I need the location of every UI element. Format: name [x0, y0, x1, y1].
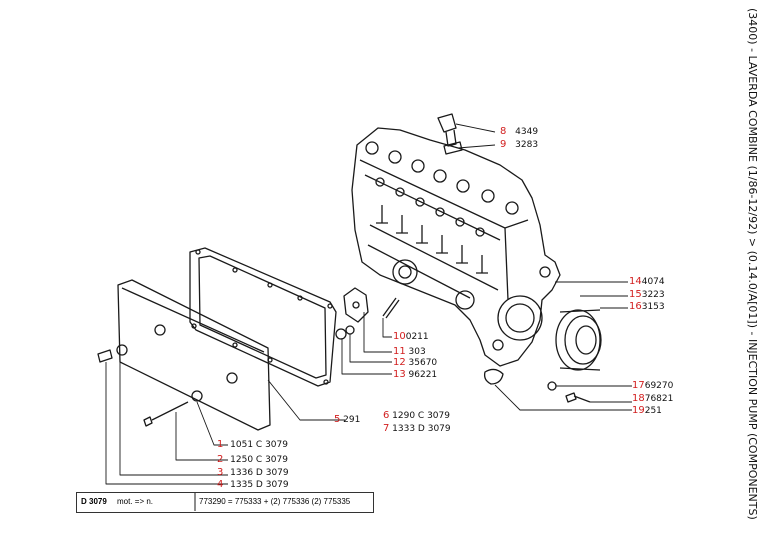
callout-number: 2 — [217, 454, 224, 465]
part-code: 35670 — [408, 358, 438, 368]
callout-number: 18 — [632, 393, 645, 404]
part-code: 291 — [343, 415, 361, 425]
callout-15: 153223 — [629, 289, 665, 301]
callout-number: 11 — [393, 346, 406, 357]
callout-14: 144074 — [629, 276, 665, 288]
part-code: 4074 — [641, 277, 665, 287]
callout-number: 19 — [632, 405, 645, 416]
reference-footer: D 3079 mot. => n. 773290 = 775333 + (2) … — [76, 492, 374, 513]
page-title-vertical: (3400) - LAVERDA COMBINE (1/86-12/92) > … — [743, 8, 763, 548]
callout-7: 7 1333 D 3079 — [383, 423, 451, 435]
callout-17: 1769270 — [632, 380, 673, 392]
footer-note: mot. => n. — [117, 497, 154, 506]
callout-number: 8 — [500, 126, 507, 137]
callout-2: 2 1250 C 3079 — [217, 454, 288, 466]
footer-kit: 773290 = 775333 + (2) 775336 (2) 775335 — [199, 497, 351, 506]
leaders-left — [105, 356, 345, 485]
callout-3: 3 1336 D 3079 — [217, 467, 289, 479]
callout-number: 7 — [383, 423, 390, 434]
leaders-mid — [341, 312, 392, 375]
part-code: 1333 D 3079 — [392, 424, 451, 434]
part-code: 3283 — [515, 140, 539, 150]
part-code: 3223 — [641, 290, 665, 300]
callout-18: 1876821 — [632, 393, 673, 405]
callout-16: 163153 — [629, 301, 665, 313]
callout-number: 17 — [632, 380, 645, 391]
callout-number: 1 — [217, 439, 224, 450]
part-code: 1250 C 3079 — [230, 455, 288, 465]
rear-ring — [555, 309, 602, 371]
part-code: 96221 — [408, 370, 438, 380]
leaders-right — [494, 281, 632, 411]
callout-9: 9 3283 — [500, 139, 538, 151]
callout-10: 100211 — [393, 331, 429, 343]
callout-number: 5 — [334, 414, 341, 425]
part-code: 0211 — [405, 332, 429, 342]
callout-13: 13 96221 — [393, 369, 437, 381]
callout-number: 3 — [217, 467, 224, 478]
flange-plate-5 — [189, 247, 337, 387]
callout-12: 12 35670 — [393, 357, 437, 369]
part-code: 76821 — [644, 394, 674, 404]
right-small-parts — [483, 368, 591, 403]
part-code: 1336 D 3079 — [230, 468, 289, 478]
part-code: 1335 D 3079 — [230, 480, 289, 490]
callout-11: 11 303 — [393, 346, 426, 358]
callout-number: 4 — [217, 479, 224, 490]
callout-number: 13 — [393, 369, 406, 380]
callout-5: 5 291 — [334, 414, 360, 426]
part-code: 4349 — [515, 127, 539, 137]
part-code: 251 — [644, 406, 662, 416]
callout-number: 6 — [383, 410, 390, 421]
callout-number: 9 — [500, 139, 507, 150]
callout-1: 1 1051 C 3079 — [217, 439, 288, 451]
bolts-left — [97, 344, 203, 427]
part-code: 3153 — [641, 302, 665, 312]
callout-4: 4 1335 D 3079 — [217, 479, 289, 491]
callout-number: 16 — [629, 301, 642, 312]
callout-number: 14 — [629, 276, 642, 287]
part-code: 303 — [408, 347, 426, 357]
small-parts — [335, 287, 400, 340]
callout-19: 19251 — [632, 405, 662, 417]
callout-6: 6 1290 C 3079 — [383, 410, 450, 422]
page-title: (3400) - LAVERDA COMBINE (1/86-12/92) > … — [746, 8, 759, 520]
part-code: 1290 C 3079 — [392, 411, 450, 421]
callout-number: 12 — [393, 357, 406, 368]
footer-code: D 3079 — [81, 497, 107, 506]
part-code: 1051 C 3079 — [230, 440, 288, 450]
callout-number: 10 — [393, 331, 406, 342]
part-code: 69270 — [644, 381, 674, 391]
callout-8: 8 4349 — [500, 126, 538, 138]
cover-plate — [117, 279, 271, 431]
pump-housing — [351, 127, 561, 367]
top-fitting — [437, 113, 463, 155]
callout-number: 15 — [629, 289, 642, 300]
